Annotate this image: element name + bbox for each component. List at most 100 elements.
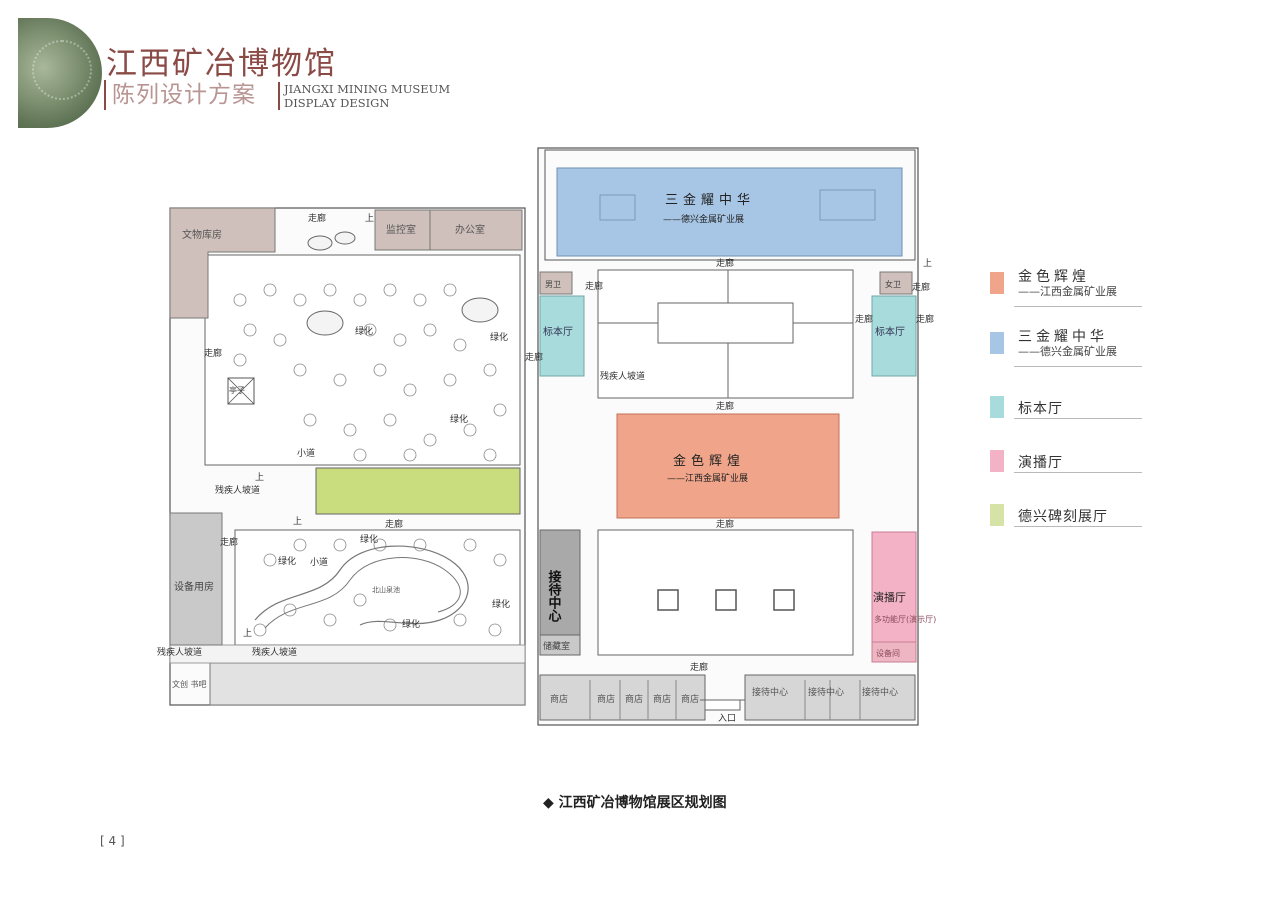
label-bangong: 办公室: [455, 223, 485, 236]
label-lvhua-3: 绿化: [450, 413, 468, 425]
english-title-line1: JIANGXI MINING MUSEUM: [284, 82, 451, 96]
womens-toilet-room: [879, 271, 913, 295]
label-shangdian-5: 商店: [681, 693, 699, 705]
label-jinse-sub: ——江西金属矿业展: [667, 472, 748, 484]
label-zoulang-5: 走廊: [585, 280, 603, 292]
label-shebei: 设备用房: [174, 580, 214, 593]
legend-label-theater: 演播厅: [1018, 455, 1063, 471]
west-ramp-corridor: [169, 644, 526, 664]
label-zoulang-2: 走廊: [204, 347, 222, 359]
page-number: [ 4 ]: [100, 834, 125, 848]
label-sanjin-sub: ——德兴金属矿业展: [663, 213, 744, 225]
legend-rule: [1014, 306, 1142, 307]
label-shangdian-4: 商店: [653, 693, 671, 705]
label-shang-4: 上: [243, 628, 252, 639]
equipment-room: [169, 512, 223, 646]
english-title: JIANGXI MINING MUSEUM DISPLAY DESIGN: [278, 82, 450, 110]
label-zoulang-12: 走廊: [916, 313, 934, 325]
page-subtitle: 陈列设计方案: [104, 80, 256, 110]
wenwu-storage-room: [169, 207, 276, 319]
legend-label-stele: 德兴碑刻展厅: [1018, 509, 1108, 525]
monitor-room: [374, 209, 431, 251]
label-lvhua-5: 绿化: [278, 555, 296, 567]
garden-trees: [233, 283, 507, 637]
label-zoulang-7: 走廊: [716, 400, 734, 412]
label-shang-5: 上: [923, 258, 932, 269]
label-zoulang-6: 走廊: [716, 257, 734, 269]
label-lvhua-7: 绿化: [402, 618, 420, 630]
label-jiedai-1: 接待中心: [752, 686, 788, 698]
legend-swatch-golden: [990, 272, 1004, 294]
label-xiaodao-1: 小道: [297, 447, 315, 459]
label-biaoben-e: 标本厅: [875, 325, 905, 338]
legend-label-specimen: 标本厅: [1018, 401, 1063, 417]
label-shang-1: 上: [365, 213, 374, 224]
label-zoulang-9: 走廊: [690, 661, 708, 673]
label-xiaodao-2: 小道: [310, 556, 328, 568]
label-jinse: 金色辉煌: [673, 453, 745, 469]
label-zoulang-11: 走廊: [912, 281, 930, 293]
label-chuquan: 北山泉池: [372, 585, 400, 594]
legend-rule: [1014, 526, 1142, 527]
east-court-lower: [597, 529, 854, 656]
legend-label-sanjin: 三金耀中华: [1018, 329, 1108, 345]
label-lvhua-6: 绿化: [492, 598, 510, 610]
stele-hall: [315, 467, 521, 515]
legend-sub-sanjin: ——德兴金属矿业展: [1018, 345, 1117, 358]
label-shangdian-1: 商店: [550, 693, 568, 705]
label-canji-2: 残疾人坡道: [252, 646, 297, 658]
label-jiedai-3: 接待中心: [862, 686, 898, 698]
label-nan: 男卫: [545, 280, 561, 289]
label-lvhua-1: 绿化: [355, 325, 373, 337]
label-zoulang-4: 走廊: [220, 536, 238, 548]
entrance-steps: [704, 699, 741, 711]
label-lvhua-4: 绿化: [360, 533, 378, 545]
south-service-band: [209, 662, 526, 706]
shops-strip: [539, 674, 706, 721]
legend-rule: [1014, 366, 1142, 367]
legend-swatch-stele: [990, 504, 1004, 526]
legend-swatch-specimen: [990, 396, 1004, 418]
label-shang-3: 上: [293, 516, 302, 527]
label-sanjin: 三金耀中华: [665, 192, 755, 208]
label-lvhua-2: 绿化: [490, 331, 508, 343]
legend-swatch-theater: [990, 450, 1004, 472]
label-shangdian-2: 商店: [597, 693, 615, 705]
label-chucang: 储藏室: [543, 640, 570, 652]
legend-rule: [1014, 418, 1142, 419]
label-zoulang-8: 走廊: [716, 518, 734, 530]
label-canji-4: 残疾人坡道: [600, 370, 645, 382]
label-shang-2: 上: [255, 472, 264, 483]
label-tingzi: 亭子: [229, 385, 245, 395]
north-garden: [204, 254, 521, 466]
label-shebeijian: 设备间: [876, 648, 900, 658]
theater-hall: [871, 531, 917, 663]
label-biaoben-w: 标本厅: [543, 325, 573, 338]
label-rukou: 入口: [718, 713, 736, 724]
storage-room: [539, 634, 581, 656]
label-canji-1: 残疾人坡道: [215, 484, 260, 496]
legend-label-golden: 金色辉煌: [1018, 269, 1090, 285]
office-room: [429, 209, 523, 251]
legend-swatch-sanjin: [990, 332, 1004, 354]
legend-rule: [1014, 472, 1142, 473]
reception-center: [539, 529, 581, 636]
label-wenwu: 文物库房: [182, 228, 222, 241]
label-zoulang-13: 走廊: [525, 351, 543, 363]
specimen-hall-west: [539, 295, 585, 377]
label-zoulang-3: 走廊: [385, 518, 403, 530]
page-title: 江西矿冶博物馆: [106, 46, 337, 82]
label-yanbo: 演播厅: [873, 590, 906, 604]
specimen-hall-east: [871, 295, 917, 377]
label-wenchuang: 文创 书吧: [172, 679, 207, 689]
winding-path: [254, 545, 469, 626]
label-jiedai-2: 接待中心: [808, 686, 844, 698]
label-zoulang-10: 走廊: [855, 313, 873, 325]
label-nv: 女卫: [885, 279, 901, 289]
sanjin-hall: [556, 167, 903, 257]
label-duogongneng: 多功能厅(演示厅): [874, 614, 936, 624]
english-title-line2: DISPLAY DESIGN: [284, 96, 390, 110]
golden-hall: [616, 413, 840, 519]
legend-sub-golden: ——江西金属矿业展: [1018, 285, 1117, 298]
